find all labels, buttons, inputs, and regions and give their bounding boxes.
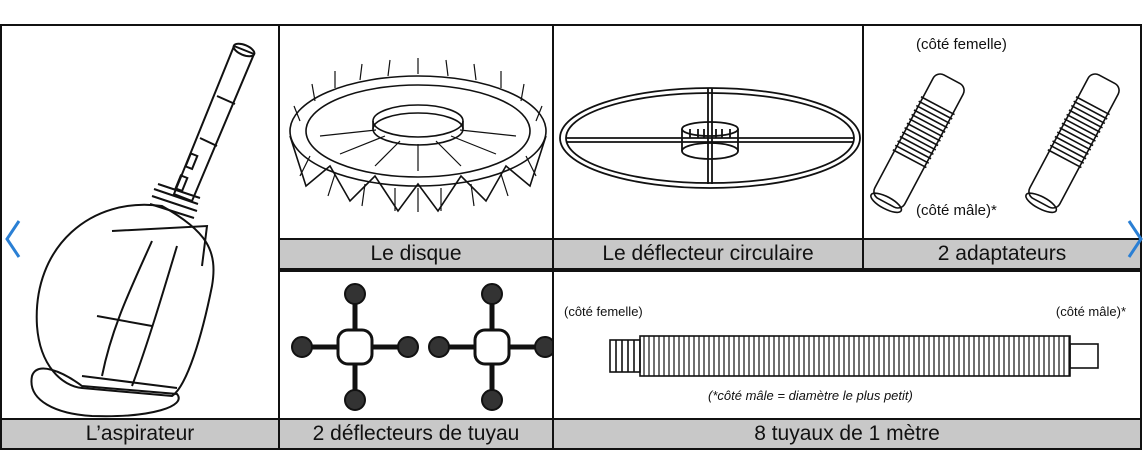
hose-deflectors-cell [278, 270, 554, 420]
disc-cell [278, 24, 554, 240]
vacuum-illustration [30, 42, 256, 418]
adapters-illustration [870, 73, 1120, 214]
adapters-cell: (côté femelle) (côté mâle)* [862, 24, 1142, 240]
vacuum-caption: L’aspirateur [0, 418, 280, 450]
chevron-right-icon [1127, 220, 1143, 258]
next-arrow[interactable] [1122, 212, 1148, 266]
disc-caption: Le disque [278, 238, 554, 270]
circular-deflector-illustration [559, 87, 861, 189]
hose-deflectors-illustration [291, 283, 552, 411]
chevron-left-icon [5, 220, 21, 258]
adapter-female-note: (côté femelle) [916, 36, 1007, 53]
hose-female-note: (côté femelle) [564, 304, 643, 319]
hoses-caption: 8 tuyaux de 1 mètre [552, 418, 1142, 450]
prev-arrow[interactable] [0, 212, 26, 266]
hose-deflectors-caption: 2 déflecteurs de tuyau [278, 418, 554, 450]
circular-deflector-cell [552, 24, 864, 240]
hose-footnote: (*côté mâle = diamètre le plus petit) [708, 388, 913, 403]
circular-deflector-caption: Le déflecteur circulaire [552, 238, 864, 270]
adapters-caption: 2 adaptateurs [862, 238, 1142, 270]
hoses-cell: (côté femelle) (côté mâle)* (*côté mâle … [552, 270, 1142, 420]
vacuum-cell [0, 24, 280, 420]
disc-illustration [289, 58, 547, 213]
hose-male-note: (côté mâle)* [1055, 304, 1126, 319]
adapter-male-note: (côté mâle)* [916, 202, 997, 219]
hose-illustration [609, 335, 1099, 377]
